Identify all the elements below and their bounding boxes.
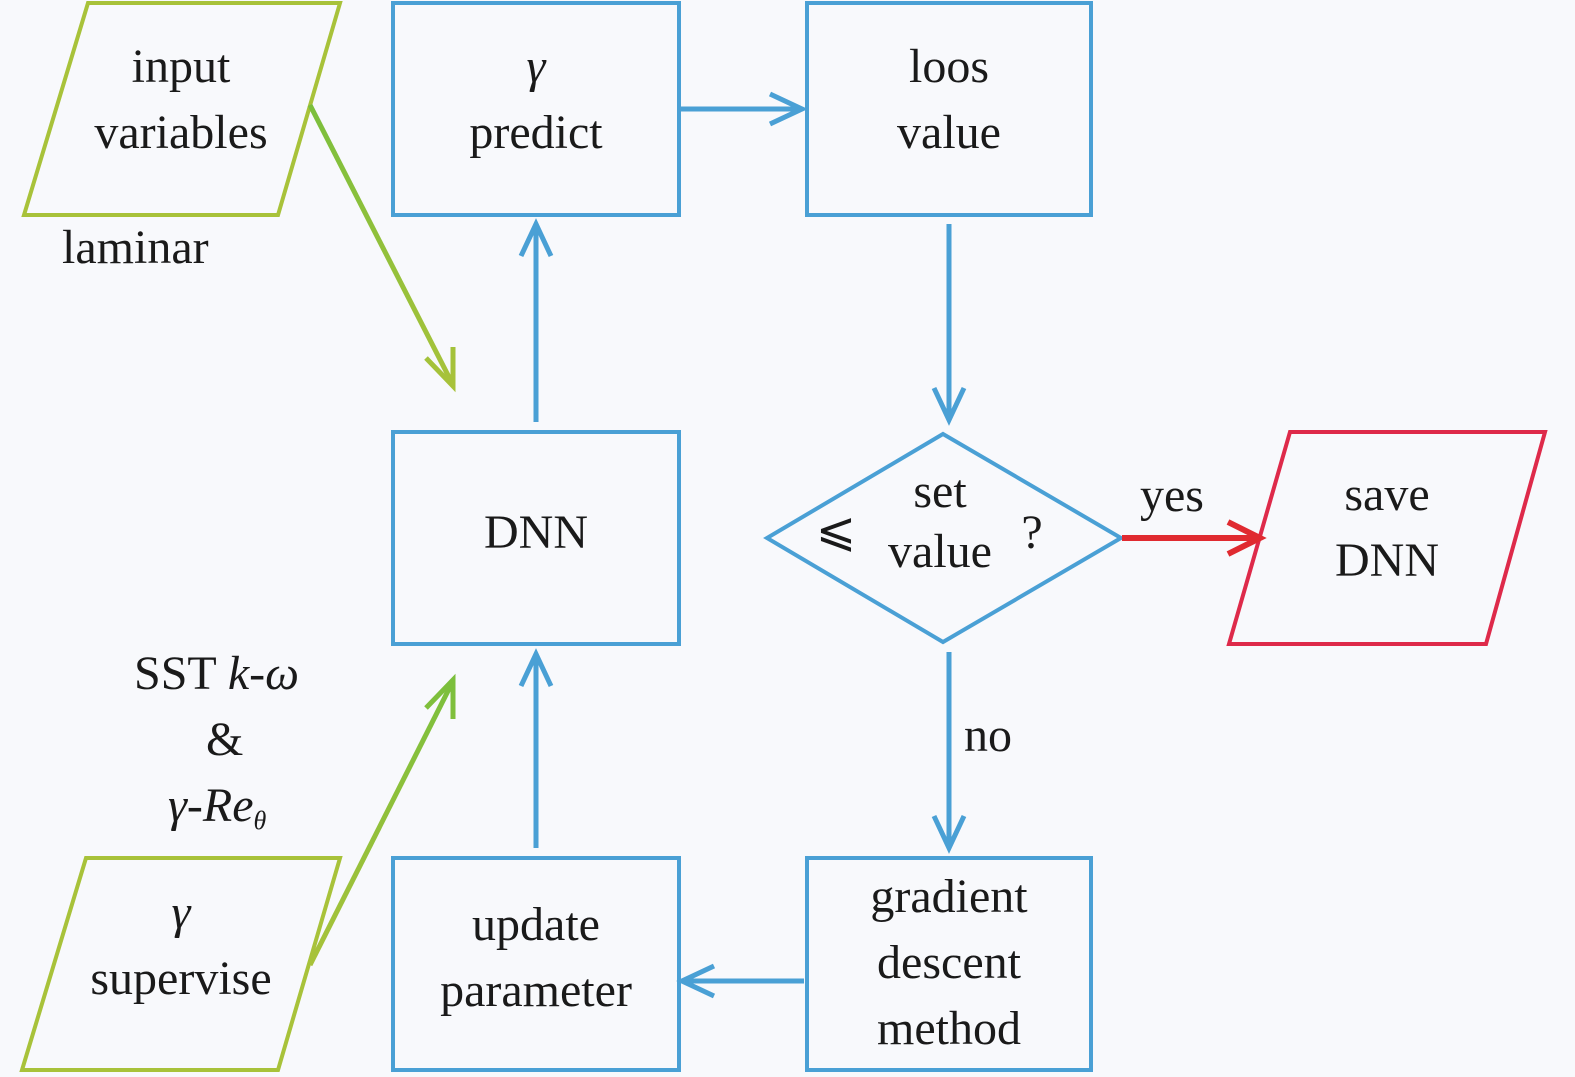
descent-label: descent [877,936,1021,989]
gamma-re-text: γ-Re [168,779,254,832]
arrow-gradient-to-update [676,963,804,999]
k-omega-label: k-ω [227,647,300,700]
gamma-predict-shape [391,1,681,217]
ampersand-label: & [206,713,244,766]
loss-value-text: loos value [807,34,1091,166]
gradient-descent-shape [805,856,1093,1072]
no-label: no [964,709,1012,762]
input-variables-text: input variables [56,34,306,166]
arrow-input-to-dnn [307,103,456,393]
arrow-supervise-to-dnn [307,673,456,967]
gamma-symbol-supervise: γ [171,886,191,939]
gamma-predict-text: γ predict [393,34,679,166]
decision-text: set value [860,462,1020,582]
input-variables-line2: variables [94,106,268,159]
arrow-update-to-dnn [518,648,554,848]
update-label: update [472,898,600,951]
save-label: save [1344,468,1430,521]
value-label: value [897,106,1001,159]
input-variables-line1: input [131,40,231,93]
value-label-decision: value [888,525,992,578]
yes-label: yes [1140,469,1204,522]
arrow-decision-yes [1122,519,1267,557]
gradient-descent-text: gradient descent method [807,864,1091,1062]
decision-shape [763,431,1125,645]
gamma-symbol: γ [526,40,546,93]
save-dnn-text: save DNN [1262,462,1512,594]
dnn-shape [391,430,681,646]
less-equal-symbol: ⩽ [815,504,857,557]
theta-subscript: θ [253,806,267,835]
gradient-label: gradient [870,870,1028,923]
loss-label: loos [908,40,989,93]
update-parameter-text: update parameter [393,892,679,1024]
sst-label: SST k-ω [134,644,299,704]
save-dnn-shape [1226,430,1548,646]
input-variables-shape [21,1,343,217]
gamma-re-label: γ-Reθ [168,776,266,851]
arrow-loss-to-decision [931,224,967,426]
gamma-supervise-shape [19,856,343,1072]
dnn-label: DNN [484,506,588,559]
predict-label: predict [469,106,603,159]
dnn-save-label: DNN [1335,534,1439,587]
arrow-predict-to-loss [680,91,808,127]
method-label: method [877,1002,1021,1055]
decision-question: ? [1012,500,1052,566]
decision-symbol: ⩽ [806,498,866,564]
arrow-dnn-to-predict [518,218,554,422]
dnn-text: DNN [393,500,679,566]
sst-prefix: SST [134,647,228,700]
arrow-decision-no [931,652,967,854]
supervise-label: supervise [90,952,272,1005]
laminar-label: laminar [62,221,209,274]
question-mark: ? [1021,506,1043,559]
gamma-supervise-text: γ supervise [56,880,306,1012]
update-parameter-shape [391,856,681,1072]
set-label: set [913,465,967,518]
parameter-label: parameter [440,964,632,1017]
